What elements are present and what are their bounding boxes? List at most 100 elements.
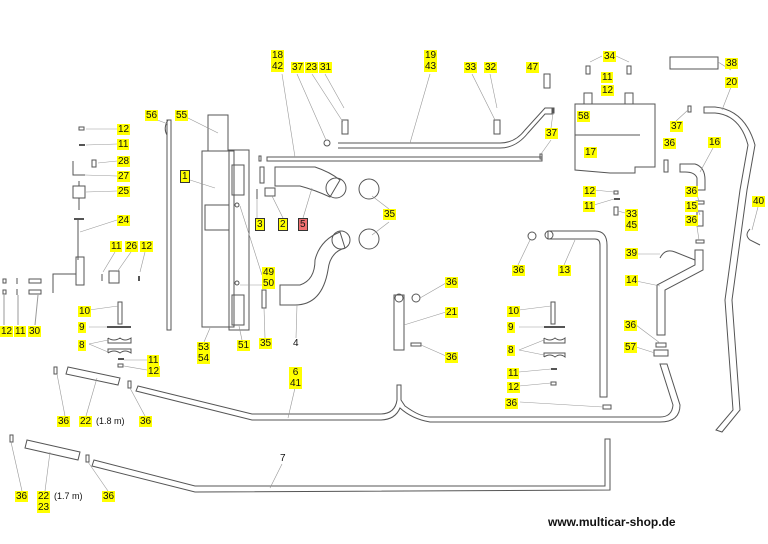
part-callout-20[interactable]: 20 <box>725 77 739 88</box>
part-callout-36[interactable]: 36 <box>445 277 459 288</box>
part-callout-58[interactable]: 58 <box>577 111 591 122</box>
part-callout-23[interactable]: 23 <box>305 62 319 73</box>
part-callout-9[interactable]: 9 <box>507 322 515 333</box>
part-callout-47[interactable]: 47 <box>526 62 540 73</box>
part-callout-4[interactable]: 4 <box>292 338 300 349</box>
part-callout-30[interactable]: 30 <box>28 326 42 337</box>
part-callout-12[interactable]: 12 <box>140 241 154 252</box>
part-callout-51[interactable]: 51 <box>237 340 251 351</box>
part-callout-12[interactable]: 12 <box>583 186 597 197</box>
part-callout-15[interactable]: 15 <box>685 201 699 212</box>
part-callout-16[interactable]: 16 <box>708 137 722 148</box>
part-callout-2[interactable]: 2 <box>278 218 288 231</box>
part-callout-55[interactable]: 55 <box>175 110 189 121</box>
part-number: 15 <box>686 201 698 212</box>
part-number: 8 <box>508 345 514 356</box>
part-callout-8[interactable]: 8 <box>78 340 86 351</box>
part-callout-56[interactable]: 56 <box>145 110 159 121</box>
part-callout-21[interactable]: 21 <box>445 307 459 318</box>
part-callout-32[interactable]: 32 <box>484 62 498 73</box>
part-callout-37[interactable]: 37 <box>545 128 559 139</box>
part-callout-11[interactable]: 11 <box>117 139 130 150</box>
part-callout-36[interactable]: 36 <box>685 186 699 197</box>
part-callout-7[interactable]: 7 <box>279 453 287 464</box>
part-callout-37[interactable]: 37 <box>670 121 684 132</box>
leader-lines <box>10 55 759 492</box>
part-callout-22[interactable]: 22 <box>79 416 93 427</box>
part-number: 10 <box>508 306 520 317</box>
part-number: 12 <box>141 241 153 252</box>
part-callout-12[interactable]: 12 <box>0 326 14 337</box>
part-callout-36[interactable]: 36 <box>685 215 699 226</box>
part-number: 27 <box>118 171 130 182</box>
part-callout-36[interactable]: 36 <box>102 491 116 502</box>
part-callout-11[interactable]: 11 <box>507 368 520 379</box>
bracket-assembly-left <box>2 126 140 326</box>
part-callout-57[interactable]: 57 <box>624 342 638 353</box>
part-callout-10[interactable]: 10 <box>507 306 521 317</box>
part-callout-11[interactable]: 11 <box>147 355 160 366</box>
watermark-url: www.multicar-shop.de <box>548 515 676 529</box>
part-callout-25[interactable]: 25 <box>117 186 131 197</box>
part-callout-17[interactable]: 17 <box>584 147 598 158</box>
part-callout-36[interactable]: 36 <box>139 416 153 427</box>
part-number: 16 <box>709 137 721 148</box>
part-callout-36[interactable]: 36 <box>512 265 526 276</box>
part-callout-11[interactable]: 11 <box>110 241 123 252</box>
part-callout-13[interactable]: 13 <box>558 265 572 276</box>
part-callout-11[interactable]: 11 <box>583 201 596 212</box>
part-callout-12[interactable]: 12 <box>601 85 615 96</box>
part-callout-40[interactable]: 40 <box>752 196 766 207</box>
part-callout-14[interactable]: 14 <box>625 275 639 286</box>
part-number: 14 <box>626 275 638 286</box>
part-number: 6 <box>292 367 299 378</box>
part-number: 33 <box>626 209 638 220</box>
part-callout-36[interactable]: 36 <box>624 320 638 331</box>
coolant-pipe-lower-1 <box>53 363 681 423</box>
part-callout-12[interactable]: 12 <box>117 124 131 135</box>
part-callout-28[interactable]: 28 <box>117 156 131 167</box>
part-callout-8[interactable]: 8 <box>507 345 515 356</box>
part-callout-26[interactable]: 26 <box>125 241 139 252</box>
part-callout-12[interactable]: 12 <box>507 382 521 393</box>
part-callout-35[interactable]: 35 <box>383 209 397 220</box>
part-callout-3[interactable]: 3 <box>255 218 265 231</box>
part-number: 11 <box>584 201 595 212</box>
part-callout-24[interactable]: 24 <box>117 215 131 226</box>
part-callout-37[interactable]: 37 <box>291 62 305 73</box>
part-callout-11[interactable]: 11 <box>14 326 27 337</box>
part-callout-36[interactable]: 36 <box>57 416 71 427</box>
part-callout-36[interactable]: 36 <box>15 491 29 502</box>
part-number: 10 <box>79 306 91 317</box>
part-number: 53 <box>198 342 210 353</box>
part-callout-11[interactable]: 11 <box>601 72 614 83</box>
part-callout-39[interactable]: 39 <box>625 248 639 259</box>
part-callout-12[interactable]: 12 <box>147 366 161 377</box>
part-number: 11 <box>508 368 519 379</box>
part-callout-36[interactable]: 36 <box>445 352 459 363</box>
part-callout-36[interactable]: 36 <box>663 138 677 149</box>
part-callout-31[interactable]: 31 <box>319 62 333 73</box>
part-callout-34[interactable]: 34 <box>603 51 617 62</box>
part-callout-38[interactable]: 38 <box>725 58 739 69</box>
part-callout-36[interactable]: 36 <box>505 398 519 409</box>
part-callout-35[interactable]: 35 <box>259 338 273 349</box>
part-number: 7 <box>280 453 286 464</box>
part-callout-9[interactable]: 9 <box>78 322 86 333</box>
part-callout-1[interactable]: 1 <box>180 170 190 183</box>
part-number: 42 <box>272 61 284 72</box>
coolant-pipe-upper <box>323 73 555 160</box>
part-callout-33[interactable]: 33 <box>464 62 478 73</box>
part-callout-5[interactable]: 5 <box>298 218 308 231</box>
part-number: 23 <box>38 502 50 513</box>
part-number: 41 <box>290 378 302 389</box>
part-callout-10[interactable]: 10 <box>78 306 92 317</box>
part-callout-27[interactable]: 27 <box>117 171 131 182</box>
